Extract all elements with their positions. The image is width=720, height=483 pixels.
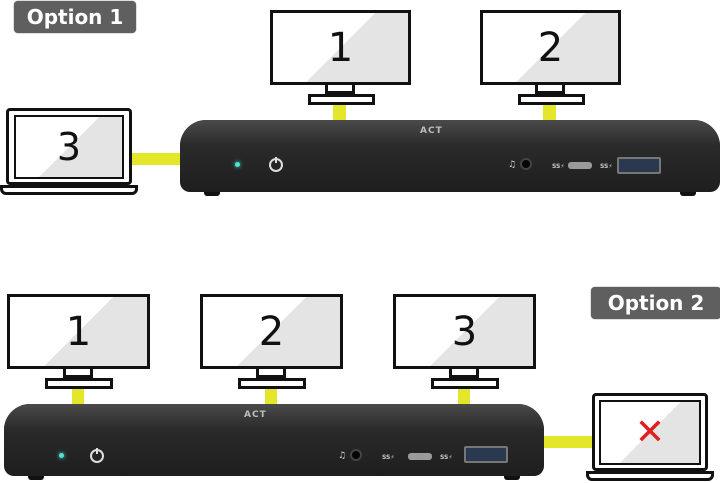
usb-c-label: SS⚡ (382, 454, 395, 461)
monitor-screen: 1 (7, 294, 150, 369)
power-button[interactable] (90, 448, 104, 463)
monitor-neck (256, 369, 286, 378)
option1-dock: ACT ♫ SS⚡ SS⚡ (180, 120, 720, 196)
laptop-screen: 3 (14, 115, 124, 179)
status-led (235, 162, 240, 167)
monitor-label: 1 (327, 24, 354, 71)
dock-top (4, 404, 544, 430)
status-led (59, 453, 64, 458)
monitor-label: 2 (537, 24, 564, 71)
headphone-icon: ♫ (338, 451, 347, 461)
headphone-jack[interactable] (520, 158, 532, 170)
cable-option2-monitor-2 (265, 389, 277, 405)
dock-logo: ACT (420, 126, 443, 136)
option2-badge: Option 2 (591, 287, 720, 319)
monitor-screen: 3 (393, 294, 536, 369)
usb-a-port[interactable] (464, 446, 508, 463)
usb-c-port[interactable] (568, 162, 592, 169)
laptop-screen: ✕ (599, 400, 701, 465)
cable-option2-monitor-3 (458, 389, 470, 405)
monitor-screen: 1 (270, 10, 411, 85)
monitor-base (45, 378, 113, 389)
usb-a-label: SS⚡ (440, 454, 453, 461)
cable-option2-laptop (544, 436, 592, 448)
dock-foot-right (504, 476, 520, 480)
headphone-icon: ♫ (508, 160, 517, 170)
dock-logo: ACT (244, 410, 267, 420)
monitor-base (431, 378, 499, 389)
monitor-label: 2 (258, 308, 285, 355)
monitor-neck (63, 369, 93, 378)
dock-foot-left (28, 476, 44, 480)
monitor-neck (449, 369, 479, 378)
laptop-label: 3 (56, 125, 82, 169)
option1-badge: Option 1 (14, 1, 136, 33)
cable-option1-monitor-1 (333, 105, 346, 122)
power-button[interactable] (269, 157, 283, 172)
monitor-base (238, 378, 306, 389)
dock-top (180, 120, 720, 146)
monitor-base (308, 94, 375, 105)
monitor-base (518, 94, 585, 105)
cable-option1-laptop (132, 153, 182, 165)
monitor-label: 1 (65, 308, 92, 355)
usb-a-port[interactable] (617, 157, 661, 174)
dock-foot-right (680, 192, 696, 196)
monitor-neck (325, 85, 355, 94)
dock-foot-left (204, 192, 220, 196)
monitor-screen: 2 (480, 10, 621, 85)
laptop-keyboard (0, 185, 138, 195)
usb-c-label: SS⚡ (552, 163, 565, 170)
cable-option1-monitor-2 (543, 105, 556, 122)
cable-option2-monitor-1 (72, 389, 84, 405)
usb-c-port[interactable] (408, 453, 432, 460)
option2-dock: ACT ♫ SS⚡ SS⚡ (4, 404, 544, 480)
monitor-label: 3 (451, 308, 478, 355)
monitor-screen: 2 (200, 294, 343, 369)
usb-a-label: SS⚡ (600, 163, 613, 170)
laptop-keyboard (586, 471, 714, 481)
monitor-neck (535, 85, 565, 94)
headphone-jack[interactable] (350, 449, 362, 461)
x-mark-icon: ✕ (634, 412, 666, 453)
